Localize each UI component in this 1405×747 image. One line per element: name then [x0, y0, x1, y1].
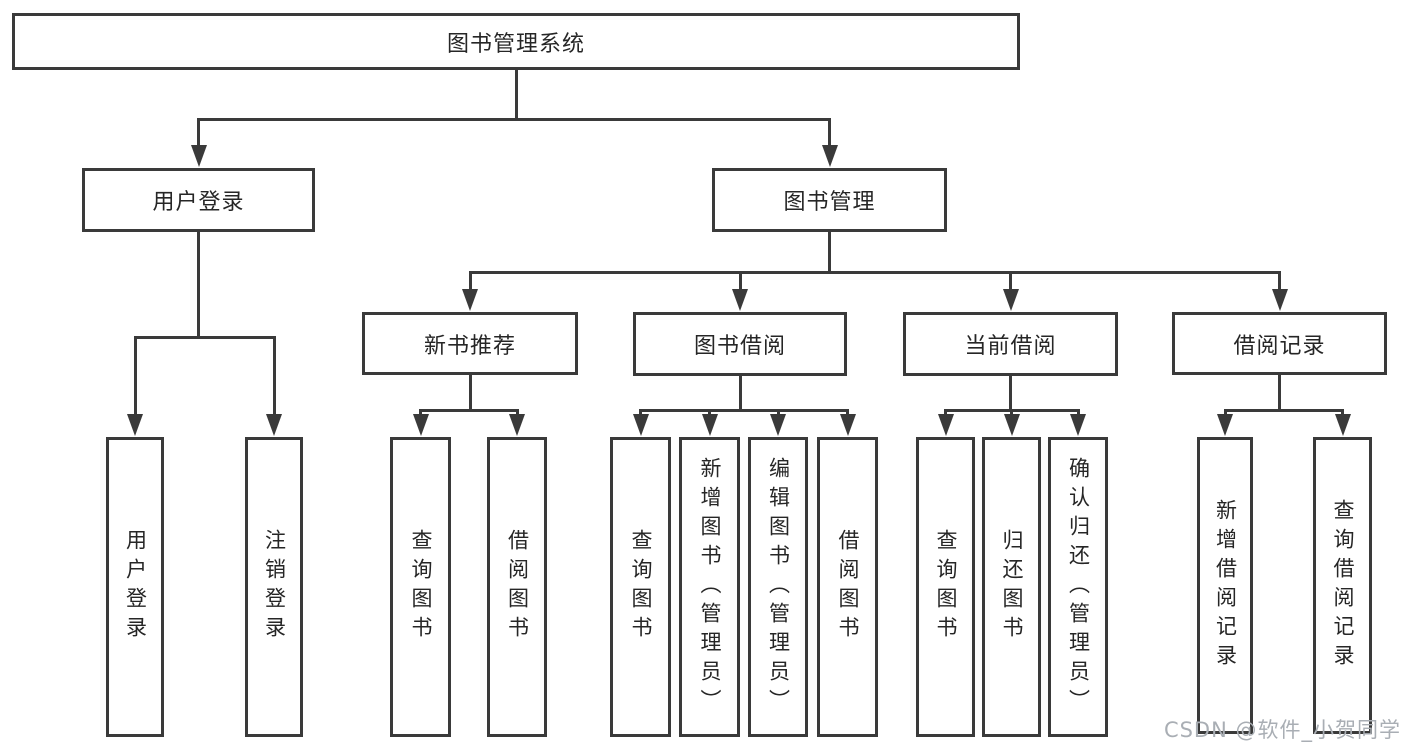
connector-stem [708, 409, 711, 417]
node-l1: 用户登录 [106, 437, 164, 737]
node-label: 新书推荐 [423, 333, 516, 359]
node-c3: 确认归还（管理员） [1048, 437, 1108, 737]
connector-stem [419, 409, 422, 417]
connector-stem [944, 409, 947, 417]
arrow-down-icon [509, 414, 525, 436]
connector-stem [1076, 409, 1080, 417]
node-b4: 借阅图书 [817, 437, 878, 737]
node-r2: 查询借阅记录 [1313, 437, 1372, 734]
node-label: 查询图书 [409, 529, 433, 645]
node-label: 图书管理系统 [446, 31, 585, 57]
arrow-down-icon [127, 414, 143, 436]
arrow-down-icon [1271, 289, 1288, 311]
node-label: 用户登录 [152, 190, 245, 215]
connector-rail [133, 336, 276, 339]
node-label: 借阅图书 [836, 529, 860, 645]
node-label: 新增借阅记录 [1213, 498, 1238, 673]
arrow-down-icon [1070, 414, 1086, 436]
arrow-down-icon [732, 289, 748, 311]
node-newbook: 新书推荐 [362, 312, 578, 375]
node-borrow: 图书借阅 [633, 312, 847, 376]
node-label: 查询借阅记录 [1331, 498, 1355, 673]
connector-stem [468, 271, 472, 292]
node-login: 用户登录 [82, 168, 315, 232]
arrow-down-icon [839, 414, 856, 436]
arrow-down-icon [1003, 414, 1020, 436]
node-l2: 注销登录 [245, 437, 303, 737]
connector-stub [514, 70, 518, 121]
connector-stem [1009, 271, 1012, 292]
connector-stem [133, 336, 137, 417]
connector-stem [846, 409, 849, 417]
connector-stub [197, 232, 200, 339]
node-n2: 借阅图书 [487, 437, 547, 737]
arrow-down-icon [266, 414, 282, 436]
arrow-down-icon [1002, 289, 1019, 311]
watermark: CSDN @软件_小贺同学 [1163, 718, 1401, 742]
connector-rail [639, 409, 849, 412]
node-label: 当前借阅 [964, 334, 1057, 359]
node-label: 注销登录 [262, 529, 287, 645]
connector-stem [515, 409, 519, 417]
connector-stub [738, 376, 742, 412]
connector-stem [1223, 409, 1227, 417]
connector-stem [639, 409, 642, 417]
arrow-down-icon [462, 289, 478, 311]
connector-stem [1341, 409, 1344, 417]
node-bookmgmt: 图书管理 [712, 168, 947, 232]
connector-stem [197, 118, 200, 148]
arrow-down-icon [701, 414, 718, 436]
node-b1: 查询图书 [610, 437, 671, 737]
arrow-down-icon [1334, 414, 1351, 436]
node-label: 图书管理 [783, 190, 876, 215]
node-r1: 新增借阅记录 [1197, 437, 1253, 734]
connector-rail [419, 409, 519, 412]
node-label: 确认归还（管理员） [1066, 456, 1091, 718]
connector-rail [197, 118, 831, 121]
connector-stem [1278, 271, 1281, 292]
connector-stub [1278, 375, 1281, 412]
arrow-down-icon [412, 414, 429, 436]
connector-rail [1223, 409, 1344, 412]
connector-stub [468, 375, 472, 412]
node-label: 用户登录 [123, 529, 148, 645]
node-label: 归还图书 [1000, 529, 1024, 645]
node-n1: 查询图书 [390, 437, 451, 737]
node-label: 查询图书 [629, 529, 653, 645]
node-b3: 编辑图书（管理员） [748, 437, 808, 737]
node-c1: 查询图书 [916, 437, 975, 737]
arrow-down-icon [770, 414, 786, 436]
connector-stem [828, 118, 831, 148]
node-root: 图书管理系统 [12, 13, 1020, 70]
arrow-down-icon [190, 145, 207, 167]
node-current: 当前借阅 [903, 312, 1118, 376]
node-record: 借阅记录 [1172, 312, 1387, 375]
node-label: 图书借阅 [693, 334, 786, 359]
connector-stub [828, 232, 831, 274]
connector-stub [1009, 376, 1012, 412]
arrow-down-icon [632, 414, 649, 436]
node-label: 新增图书（管理员） [698, 456, 722, 718]
arrow-down-icon [937, 414, 954, 436]
node-label: 编辑图书（管理员） [766, 456, 791, 718]
node-label: 查询图书 [934, 529, 958, 645]
connector-rail [468, 271, 1281, 274]
connector-stem [272, 336, 276, 417]
connector-stem [776, 409, 780, 417]
node-label: 借阅记录 [1233, 333, 1326, 359]
connector-stem [738, 271, 742, 292]
node-c2: 归还图书 [982, 437, 1041, 737]
connector-stem [1010, 409, 1013, 417]
arrow-down-icon [821, 145, 838, 167]
arrow-down-icon [1217, 414, 1233, 436]
node-label: 借阅图书 [505, 529, 530, 645]
node-b2: 新增图书（管理员） [679, 437, 740, 737]
